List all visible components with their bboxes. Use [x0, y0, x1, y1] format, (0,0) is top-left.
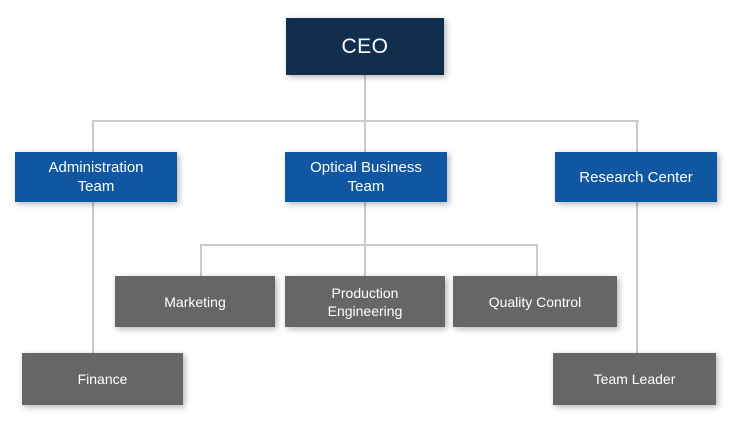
org-node-label-line1: Administration	[48, 159, 144, 176]
org-node-production-engineering: Production Engineering	[285, 276, 445, 327]
org-node-marketing: Marketing	[115, 276, 275, 327]
org-node-label: Research Center	[579, 168, 693, 186]
connector-vertical-marketing	[200, 244, 202, 277]
org-node-label: Finance	[77, 371, 128, 387]
org-node-label: Marketing	[164, 293, 226, 310]
org-node-optical-business-team: Optical Business Team	[285, 152, 447, 202]
org-node-ceo: CEO	[286, 18, 444, 75]
connector-horizontal-level2	[92, 120, 639, 122]
org-node-label: Team Leader	[593, 371, 676, 387]
org-node-team-leader: Team Leader	[553, 353, 716, 405]
connector-vertical-quality	[536, 244, 538, 277]
org-node-research-center: Research Center	[555, 152, 717, 202]
connector-vertical-left	[92, 120, 94, 354]
org-node-administration-team: Administration Team	[15, 152, 177, 202]
org-node-label-line1: Production	[331, 284, 399, 301]
org-node-label: CEO	[341, 34, 389, 58]
org-node-label-line1: Optical Business	[310, 159, 422, 176]
org-node-label-line2: Engineering	[327, 302, 403, 319]
org-node-label-line2: Team	[347, 178, 385, 195]
org-node-finance: Finance	[22, 353, 183, 405]
org-node-label: Quality Control	[488, 293, 582, 310]
org-node-label-line2: Team	[77, 178, 115, 195]
org-node-quality-control: Quality Control	[453, 276, 617, 327]
connector-vertical-right	[636, 120, 638, 354]
connector-horizontal-level3	[200, 244, 538, 246]
